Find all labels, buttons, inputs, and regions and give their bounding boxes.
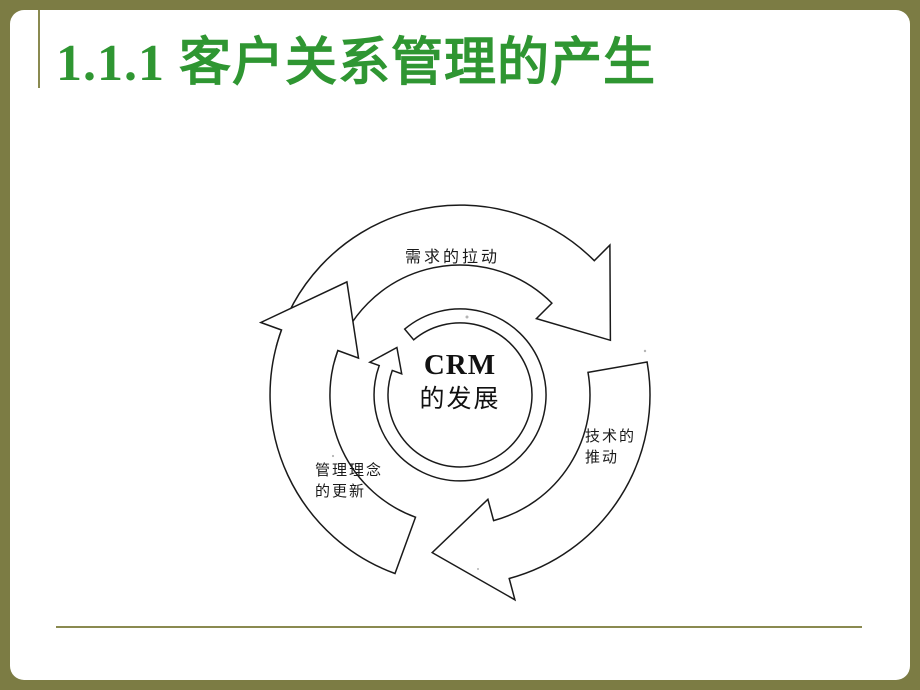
label-management-renewal-line2: 的更新 <box>315 484 367 500</box>
cycle-arrow-right <box>430 361 651 602</box>
cycle-arrow-top <box>275 204 612 363</box>
cycle-diagram-art <box>258 204 651 602</box>
cycle-arrow-bottom-left <box>258 280 417 575</box>
crm-cycle-diagram: 需求的拉动 技术的 推动 管理理念 的更新 CRM 的发展 <box>215 165 705 625</box>
development-label: 的发展 <box>419 386 501 413</box>
label-technology-push-line1: 技术的 <box>585 429 637 445</box>
footer-divider-line <box>56 626 862 628</box>
crm-label: CRM <box>423 349 497 381</box>
inner-cycle-arrow <box>367 308 547 482</box>
label-technology-push: 技术的 推动 <box>585 427 636 469</box>
label-technology-push-line2: 推动 <box>585 450 620 466</box>
label-management-renewal: 管理理念 的更新 <box>315 461 383 503</box>
scan-speckles <box>331 315 647 570</box>
label-demand-pull-text: 需求的拉动 <box>405 249 501 266</box>
slide-title: 1.1.1 客户关系管理的产生 <box>56 35 657 92</box>
label-demand-pull: 需求的拉动 <box>405 247 500 268</box>
label-management-renewal-line1: 管理理念 <box>315 463 384 479</box>
slide: 1.1.1 客户关系管理的产生 <box>10 10 910 680</box>
title-accent-line <box>38 10 40 88</box>
diagram-center-text: CRM 的发展 <box>380 349 540 415</box>
